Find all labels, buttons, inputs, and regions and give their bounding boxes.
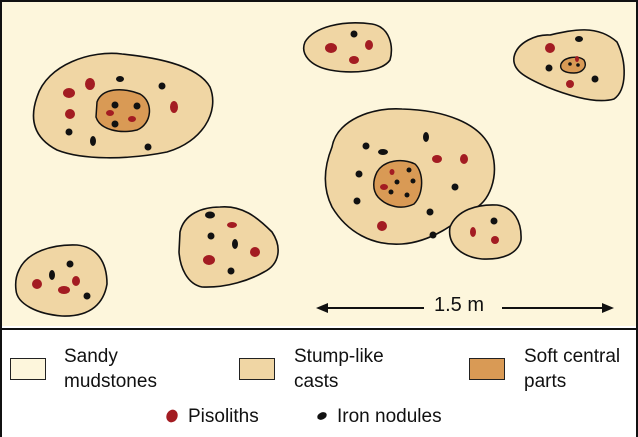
stump-cast-2: [303, 22, 393, 73]
stump-cast-7: [14, 244, 108, 317]
legend-label-line1: Stump-like: [294, 346, 384, 367]
stump-cast-1: [32, 52, 214, 159]
soft-central-parts-swatch: [469, 358, 505, 380]
legend-label-line2: mudstones: [64, 371, 157, 392]
scale-bar-label: 1.5 m: [430, 294, 489, 317]
iron-nodule-icon: [317, 412, 327, 420]
stump-like-casts-swatch: [239, 358, 275, 380]
stump-cast-6: [178, 206, 279, 288]
legend: Sandy mudstones Stump-like casts Soft ce…: [2, 328, 636, 437]
pisolith-icon: [166, 409, 178, 423]
legend-label-line1: Soft central: [524, 346, 621, 367]
stump-cast-3: [513, 29, 625, 102]
stump-cast-4: [324, 108, 496, 245]
sandy-mudstones-swatch: [10, 358, 46, 380]
map-panel: [2, 2, 636, 326]
legend-label-line2: casts: [294, 371, 339, 392]
legend-label-iron-nodules: Iron nodules: [337, 406, 442, 427]
legend-label-line2: parts: [524, 371, 567, 392]
scale-bar: [316, 303, 614, 313]
legend-label-line1: Sandy: [64, 346, 118, 367]
legend-label-pisoliths: Pisoliths: [188, 406, 259, 427]
stump-cast-5: [448, 204, 522, 260]
